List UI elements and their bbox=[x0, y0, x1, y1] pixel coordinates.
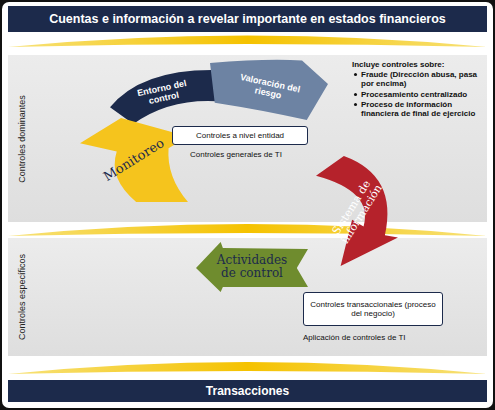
bottom-band: Transacciones bbox=[8, 380, 487, 402]
arrow-outline bbox=[196, 242, 308, 292]
specific-panel: Controles específicos Actividades de cont… bbox=[8, 238, 487, 356]
note-label: Aplicación de controles de TI bbox=[303, 333, 463, 342]
arrow-outline bbox=[210, 60, 328, 120]
transaction-control-box: Controles transaccionales (proceso del n… bbox=[303, 292, 443, 326]
node-text: Controles a nivel entidad bbox=[196, 131, 284, 140]
cycle-arrow: Sistema de información bbox=[316, 156, 398, 266]
node-text: Actividades de control bbox=[212, 254, 292, 280]
cycle-arrow: Valoración del riesgo bbox=[210, 58, 328, 120]
panel-label: Controles dominantes bbox=[17, 95, 27, 183]
list-item: Procesamiento centralizado bbox=[352, 90, 482, 99]
list-heading: Incluye controles sobre: bbox=[352, 60, 482, 69]
cycle-arrow: Actividades de control bbox=[196, 242, 308, 292]
dominant-panel: Controles dominantes Entorno del controlV… bbox=[8, 55, 487, 222]
control-list: Incluye controles sobre:Fraude (Direcció… bbox=[352, 60, 482, 118]
note-label: Controles generales de TI bbox=[190, 150, 310, 159]
yellow-lens bbox=[8, 224, 487, 236]
list-item: Fraude (Dirección abusa, pasa por encima… bbox=[352, 70, 482, 88]
yellow-lens bbox=[8, 362, 487, 374]
entity-control-box: Controles a nivel entidad bbox=[172, 126, 308, 145]
node-text: Controles transaccionales (proceso del n… bbox=[308, 300, 438, 318]
arrow-outline bbox=[110, 70, 216, 124]
node-text: Transacciones bbox=[206, 384, 289, 398]
yellow-lens bbox=[8, 36, 487, 48]
list-item: Proceso de información financiera de fin… bbox=[352, 100, 482, 118]
title: Cuentas e información a revelar importan… bbox=[49, 12, 446, 26]
title-band: Cuentas e información a revelar importan… bbox=[8, 6, 487, 32]
cycle-arrow: Entorno del control bbox=[110, 64, 216, 124]
panel-label: Controles específicos bbox=[17, 254, 27, 340]
